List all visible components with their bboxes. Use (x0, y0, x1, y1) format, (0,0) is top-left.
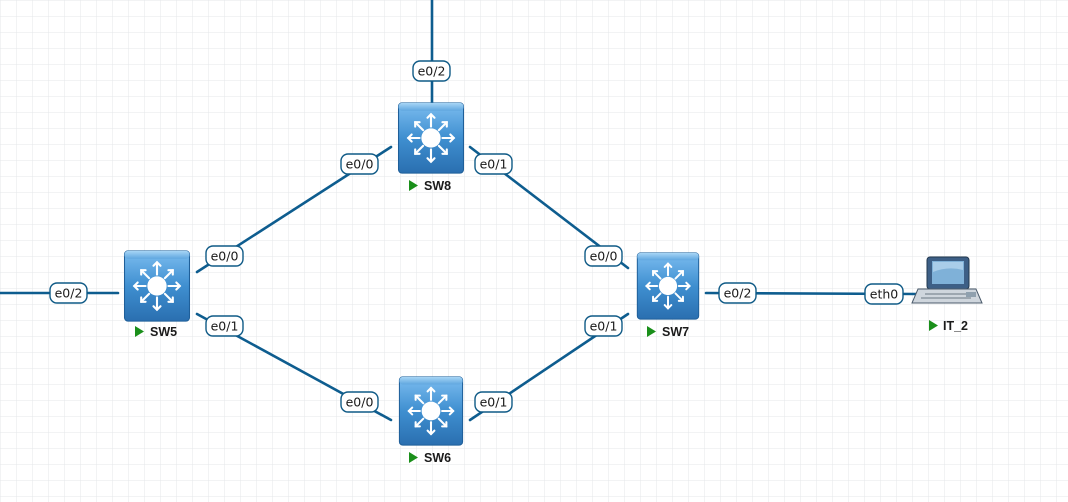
node-label: SW6 (424, 451, 451, 465)
port-labels: e0/2 e0/0 e0/1 e0/2 e0/0 e0/1 e0/0 e0/1 … (49, 60, 904, 413)
switch-sw8[interactable]: SW8 (397, 102, 465, 193)
switch-icon (123, 250, 191, 322)
switch-icon (398, 376, 464, 446)
switch-sw7[interactable]: SW7 (636, 252, 700, 339)
svg-text:e0/1: e0/1 (480, 157, 508, 172)
port-label-sw6-e0-1[interactable]: e0/1 (474, 391, 513, 413)
run-status-icon (409, 452, 418, 463)
node-label: SW8 (424, 179, 451, 193)
svg-text:e0/2: e0/2 (55, 286, 83, 301)
switch-sw6[interactable]: SW6 (398, 376, 464, 465)
port-label-sw8-e0-1[interactable]: e0/1 (474, 153, 513, 175)
port-label-sw7-e0-2[interactable]: e0/2 (718, 282, 757, 304)
svg-text:e0/2: e0/2 (418, 64, 446, 79)
node-label: SW7 (662, 325, 689, 339)
switch-icon (397, 102, 465, 174)
port-label-sw5-e0-1[interactable]: e0/1 (205, 315, 244, 337)
svg-text:e0/0: e0/0 (346, 395, 374, 410)
node-label: SW5 (150, 325, 177, 339)
computer-icon (911, 256, 983, 304)
run-status-icon (929, 320, 938, 331)
run-status-icon (647, 326, 656, 337)
port-label-sw6-e0-0[interactable]: e0/0 (340, 391, 379, 413)
port-label-sw7-e0-0[interactable]: e0/0 (584, 245, 623, 267)
pc-it2[interactable]: IT_2 (911, 256, 983, 333)
switch-sw5[interactable]: SW5 (123, 250, 191, 339)
svg-text:e0/0: e0/0 (346, 157, 374, 172)
port-label-sw8-e0-0[interactable]: e0/0 (340, 153, 379, 175)
node-label: IT_2 (943, 319, 968, 333)
svg-text:e0/1: e0/1 (211, 319, 239, 334)
switch-icon (636, 252, 700, 320)
svg-text:e0/0: e0/0 (211, 249, 239, 264)
svg-text:e0/1: e0/1 (480, 395, 508, 410)
svg-text:e0/2: e0/2 (724, 286, 752, 301)
port-label-sw8-e0-2[interactable]: e0/2 (412, 60, 451, 82)
port-label-sw5-e0-0[interactable]: e0/0 (205, 245, 244, 267)
port-label-sw5-e0-2[interactable]: e0/2 (49, 282, 88, 304)
port-label-sw7-e0-1[interactable]: e0/1 (584, 315, 623, 337)
svg-text:e0/1: e0/1 (590, 319, 618, 334)
run-status-icon (135, 326, 144, 337)
svg-text:eth0: eth0 (870, 287, 899, 302)
port-label-it2-eth0[interactable]: eth0 (864, 283, 904, 305)
run-status-icon (409, 180, 418, 191)
svg-text:e0/0: e0/0 (590, 249, 618, 264)
